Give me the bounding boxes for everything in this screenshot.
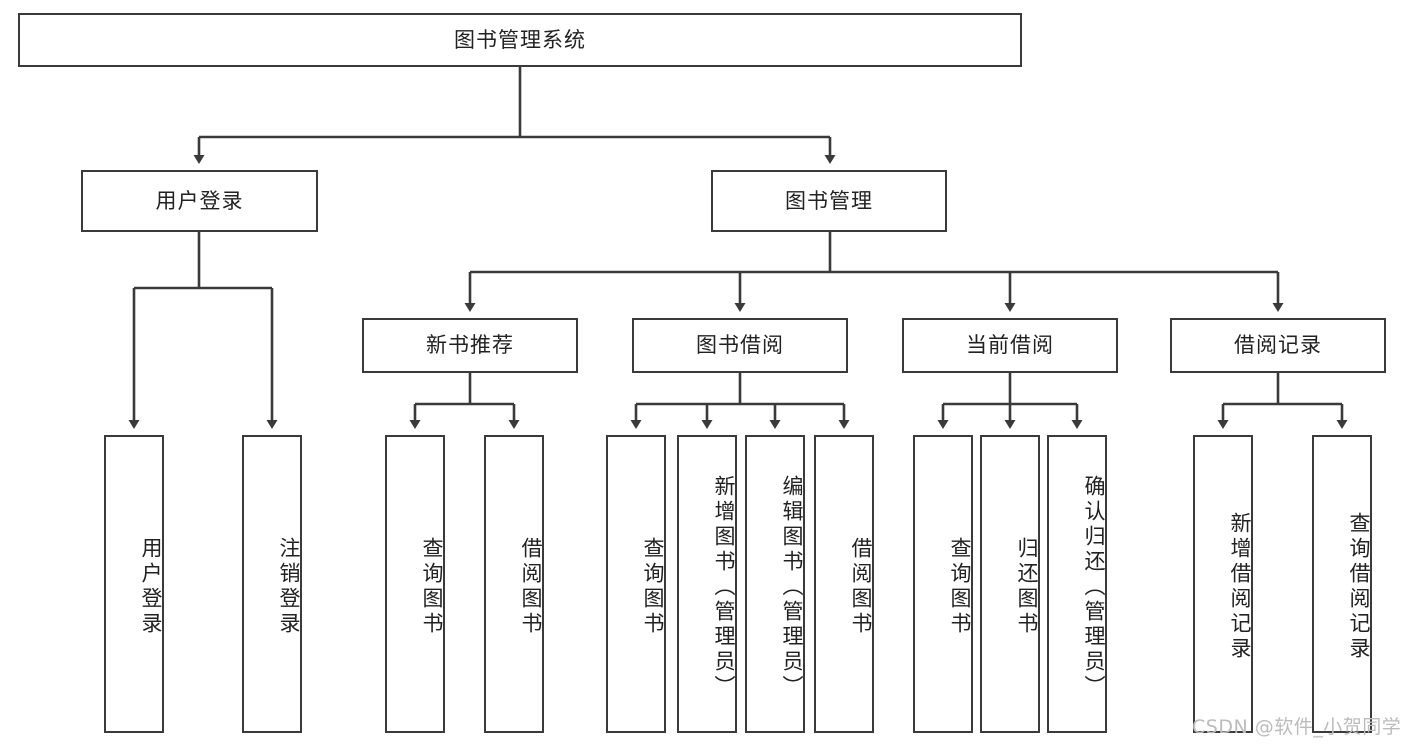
node-leaf-borrow-book-2[interactable]: 借阅图书 xyxy=(814,435,874,733)
node-leaf-user-login[interactable]: 用户登录 xyxy=(104,435,164,733)
node-root-label: 图书管理系统 xyxy=(454,27,586,52)
node-leaf-query-book-1-label: 查询图书 xyxy=(420,537,444,637)
node-leaf-edit-book-label: 编辑图书（管理员） xyxy=(780,474,804,700)
node-leaf-confirm-return[interactable]: 确认归还（管理员） xyxy=(1047,435,1107,733)
node-current-borrow-label: 当前借阅 xyxy=(966,333,1054,358)
node-leaf-logout[interactable]: 注销登录 xyxy=(242,435,302,733)
node-book-manage[interactable]: 图书管理 xyxy=(711,170,947,232)
node-leaf-query-book-3[interactable]: 查询图书 xyxy=(913,435,973,733)
node-book-borrow[interactable]: 图书借阅 xyxy=(632,318,848,373)
node-leaf-add-record-label: 新增借阅记录 xyxy=(1228,512,1252,662)
node-user-login[interactable]: 用户登录 xyxy=(81,170,318,232)
node-leaf-query-book-2[interactable]: 查询图书 xyxy=(606,435,666,733)
watermark: CSDN @软件_小贺同学 xyxy=(1192,716,1402,738)
node-borrow-record-label: 借阅记录 xyxy=(1234,333,1322,358)
node-leaf-logout-label: 注销登录 xyxy=(277,537,301,637)
node-leaf-add-book[interactable]: 新增图书（管理员） xyxy=(677,435,737,733)
node-leaf-query-record[interactable]: 查询借阅记录 xyxy=(1312,435,1372,733)
node-new-book-recommend[interactable]: 新书推荐 xyxy=(362,318,578,373)
node-book-borrow-label: 图书借阅 xyxy=(696,333,784,358)
node-leaf-return-book[interactable]: 归还图书 xyxy=(980,435,1040,733)
node-book-manage-label: 图书管理 xyxy=(785,188,873,213)
node-leaf-query-record-label: 查询借阅记录 xyxy=(1347,512,1371,662)
node-leaf-query-book-3-label: 查询图书 xyxy=(948,537,972,637)
node-leaf-query-book-2-label: 查询图书 xyxy=(641,537,665,637)
node-leaf-query-book-1[interactable]: 查询图书 xyxy=(385,435,445,733)
node-leaf-add-book-label: 新增图书（管理员） xyxy=(712,474,736,700)
node-leaf-return-book-label: 归还图书 xyxy=(1015,537,1039,637)
node-leaf-edit-book[interactable]: 编辑图书（管理员） xyxy=(745,435,805,733)
node-root[interactable]: 图书管理系统 xyxy=(18,13,1022,67)
node-borrow-record[interactable]: 借阅记录 xyxy=(1170,318,1386,373)
node-new-book-recommend-label: 新书推荐 xyxy=(426,333,514,358)
node-leaf-borrow-book-1[interactable]: 借阅图书 xyxy=(484,435,544,733)
node-user-login-label: 用户登录 xyxy=(155,188,244,213)
node-leaf-add-record[interactable]: 新增借阅记录 xyxy=(1193,435,1253,733)
node-leaf-user-login-label: 用户登录 xyxy=(139,537,163,637)
node-current-borrow[interactable]: 当前借阅 xyxy=(902,318,1118,373)
node-leaf-borrow-book-2-label: 借阅图书 xyxy=(849,537,873,637)
node-leaf-borrow-book-1-label: 借阅图书 xyxy=(519,537,543,637)
node-leaf-confirm-return-label: 确认归还（管理员） xyxy=(1082,474,1106,700)
